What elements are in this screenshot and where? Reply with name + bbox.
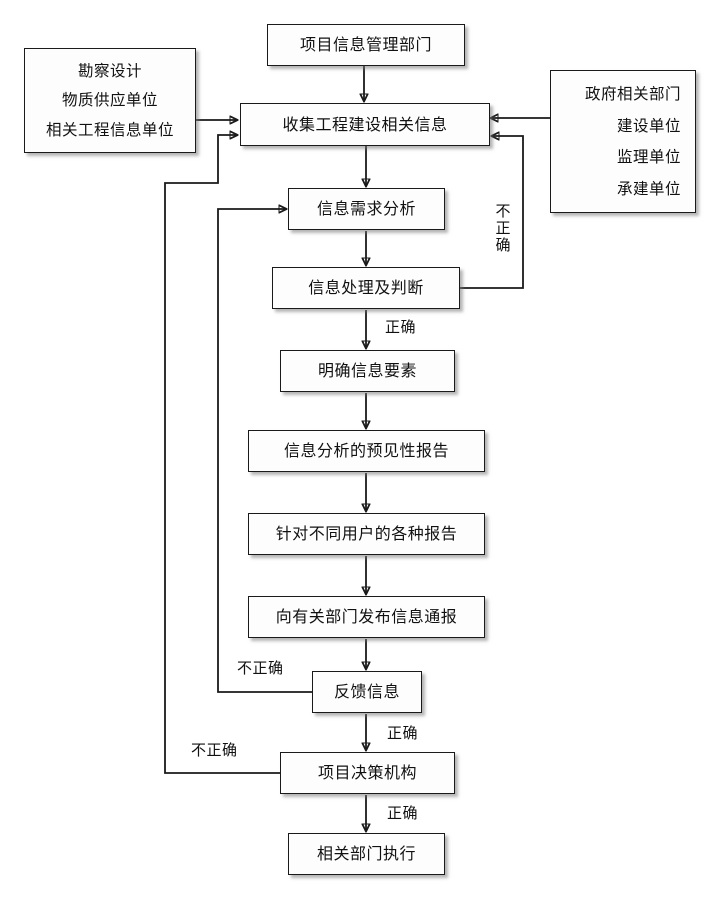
node-publish-bulletin[interactable]: 向有关部门发布信息通报 bbox=[248, 596, 485, 638]
node-feedback-info[interactable]: 反馈信息 bbox=[312, 671, 422, 713]
node-project-info-dept[interactable]: 项目信息管理部门 bbox=[267, 24, 465, 66]
node-label: 项目决策机构 bbox=[317, 763, 417, 782]
edge-label-correct-after-feedback: 正确 bbox=[387, 724, 419, 742]
node-label: 针对不同用户的各种报告 bbox=[275, 524, 458, 543]
node-label-line-2: 建设单位 bbox=[616, 116, 681, 135]
node-decision-body[interactable]: 项目决策机构 bbox=[280, 752, 455, 794]
node-label: 相关部门执行 bbox=[316, 844, 416, 863]
node-label: 明确信息要素 bbox=[317, 361, 417, 380]
node-process-judge[interactable]: 信息处理及判断 bbox=[272, 267, 460, 309]
node-demand-analysis[interactable]: 信息需求分析 bbox=[288, 188, 445, 230]
edge-label-incorrect-right: 不正确 bbox=[495, 202, 511, 254]
node-user-reports[interactable]: 针对不同用户的各种报告 bbox=[248, 513, 485, 555]
edge-label-correct-after-judge: 正确 bbox=[385, 318, 417, 336]
edge-label-incorrect-decision: 不正确 bbox=[191, 741, 238, 759]
node-forecast-report[interactable]: 信息分析的预见性报告 bbox=[248, 430, 485, 472]
node-label: 信息分析的预见性报告 bbox=[283, 441, 449, 460]
node-label-line-3: 相关工程信息单位 bbox=[45, 121, 174, 140]
node-label: 信息需求分析 bbox=[316, 199, 416, 218]
edge-label-correct-after-decision: 正确 bbox=[387, 804, 419, 822]
node-clarify-elements[interactable]: 明确信息要素 bbox=[280, 350, 455, 392]
node-dept-execute[interactable]: 相关部门执行 bbox=[288, 833, 445, 875]
edge-label-incorrect-feedback: 不正确 bbox=[237, 659, 284, 677]
node-collect-info[interactable]: 收集工程建设相关信息 bbox=[240, 103, 490, 146]
node-label: 收集工程建设相关信息 bbox=[282, 114, 448, 134]
node-label-line-1: 勘察设计 bbox=[77, 61, 142, 80]
node-label: 信息处理及判断 bbox=[308, 278, 424, 297]
node-label: 反馈信息 bbox=[333, 682, 400, 701]
edge-process-incorrect-to-collect bbox=[460, 136, 524, 289]
node-survey-supply-units[interactable]: 勘察设计 物质供应单位 相关工程信息单位 bbox=[24, 48, 196, 153]
node-label: 向有关部门发布信息通报 bbox=[275, 607, 458, 626]
node-label-line-1: 政府相关部门 bbox=[584, 85, 681, 104]
node-label-line-3: 监理单位 bbox=[616, 148, 681, 167]
node-label: 项目信息管理部门 bbox=[299, 35, 432, 54]
node-government-units[interactable]: 政府相关部门 建设单位 监理单位 承建单位 bbox=[550, 70, 696, 213]
node-label-line-4: 承建单位 bbox=[616, 179, 681, 198]
node-label-line-2: 物质供应单位 bbox=[61, 91, 158, 110]
